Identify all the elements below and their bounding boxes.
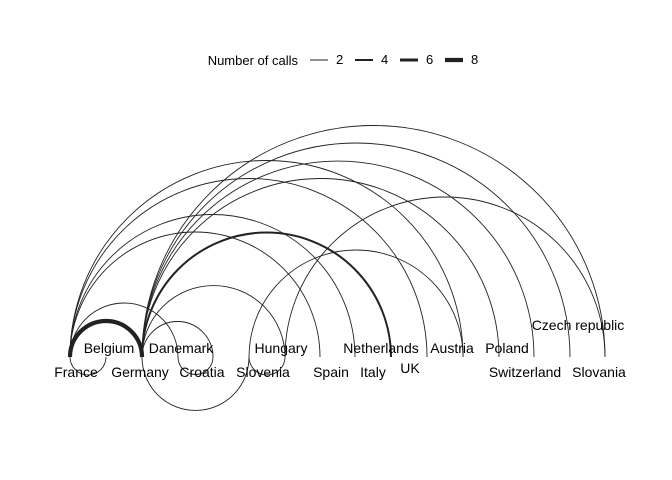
legend-label-4: 4 (381, 52, 388, 67)
arc-slovenia-hungary (248, 356, 286, 376)
arc-hungary-slovania (284, 196, 606, 358)
arc-france-belgium (69, 356, 107, 376)
node-label-danemark: Danemark (149, 340, 215, 356)
arc-germany-switzerland (141, 160, 535, 358)
arc-germany-poland (141, 178, 500, 358)
node-label-czech: Czech republic (532, 317, 625, 333)
arc-germany-croatia (141, 321, 214, 358)
node-label-poland: Poland (485, 340, 529, 356)
arc-france-spain (69, 231, 321, 358)
arc-germany-slovenia (141, 356, 250, 411)
legend-label-6: 6 (426, 52, 433, 67)
arc-slovenia-austria (248, 249, 464, 358)
legend: Number of calls 2 4 6 8 (208, 52, 479, 68)
node-label-hungary: Hungary (255, 340, 308, 356)
arc-croatia-danemark (177, 356, 214, 375)
node-label-croatia: Croatia (179, 364, 224, 380)
arc-france-uk (69, 178, 428, 358)
arc-germany-italy (141, 231, 392, 358)
node-label-switzerland: Switzerland (489, 364, 561, 380)
node-label-slovenia: Slovenia (236, 364, 290, 380)
node-label-italy: Italy (360, 364, 386, 380)
legend-label-8: 8 (471, 52, 478, 67)
node-label-belgium: Belgium (84, 340, 135, 356)
node-label-austria: Austria (430, 340, 474, 356)
legend-title: Number of calls (208, 53, 299, 68)
arc-germany-hungary (141, 285, 286, 358)
arc-france-austria (69, 160, 464, 358)
arc-germany-czech (141, 142, 571, 358)
arc-france-germany (67, 318, 145, 358)
node-label-netherlands: Netherlands (343, 340, 419, 356)
arc-germany-slovania (141, 125, 606, 358)
node-label-germany: Germany (111, 364, 169, 380)
node-label-uk: UK (400, 360, 420, 376)
node-label-slovania: Slovania (572, 364, 626, 380)
arc-france-danemark (69, 302, 179, 358)
arcs-layer (67, 125, 606, 411)
node-label-france: France (54, 364, 98, 380)
legend-label-2: 2 (336, 52, 343, 67)
node-label-spain: Spain (313, 364, 349, 380)
